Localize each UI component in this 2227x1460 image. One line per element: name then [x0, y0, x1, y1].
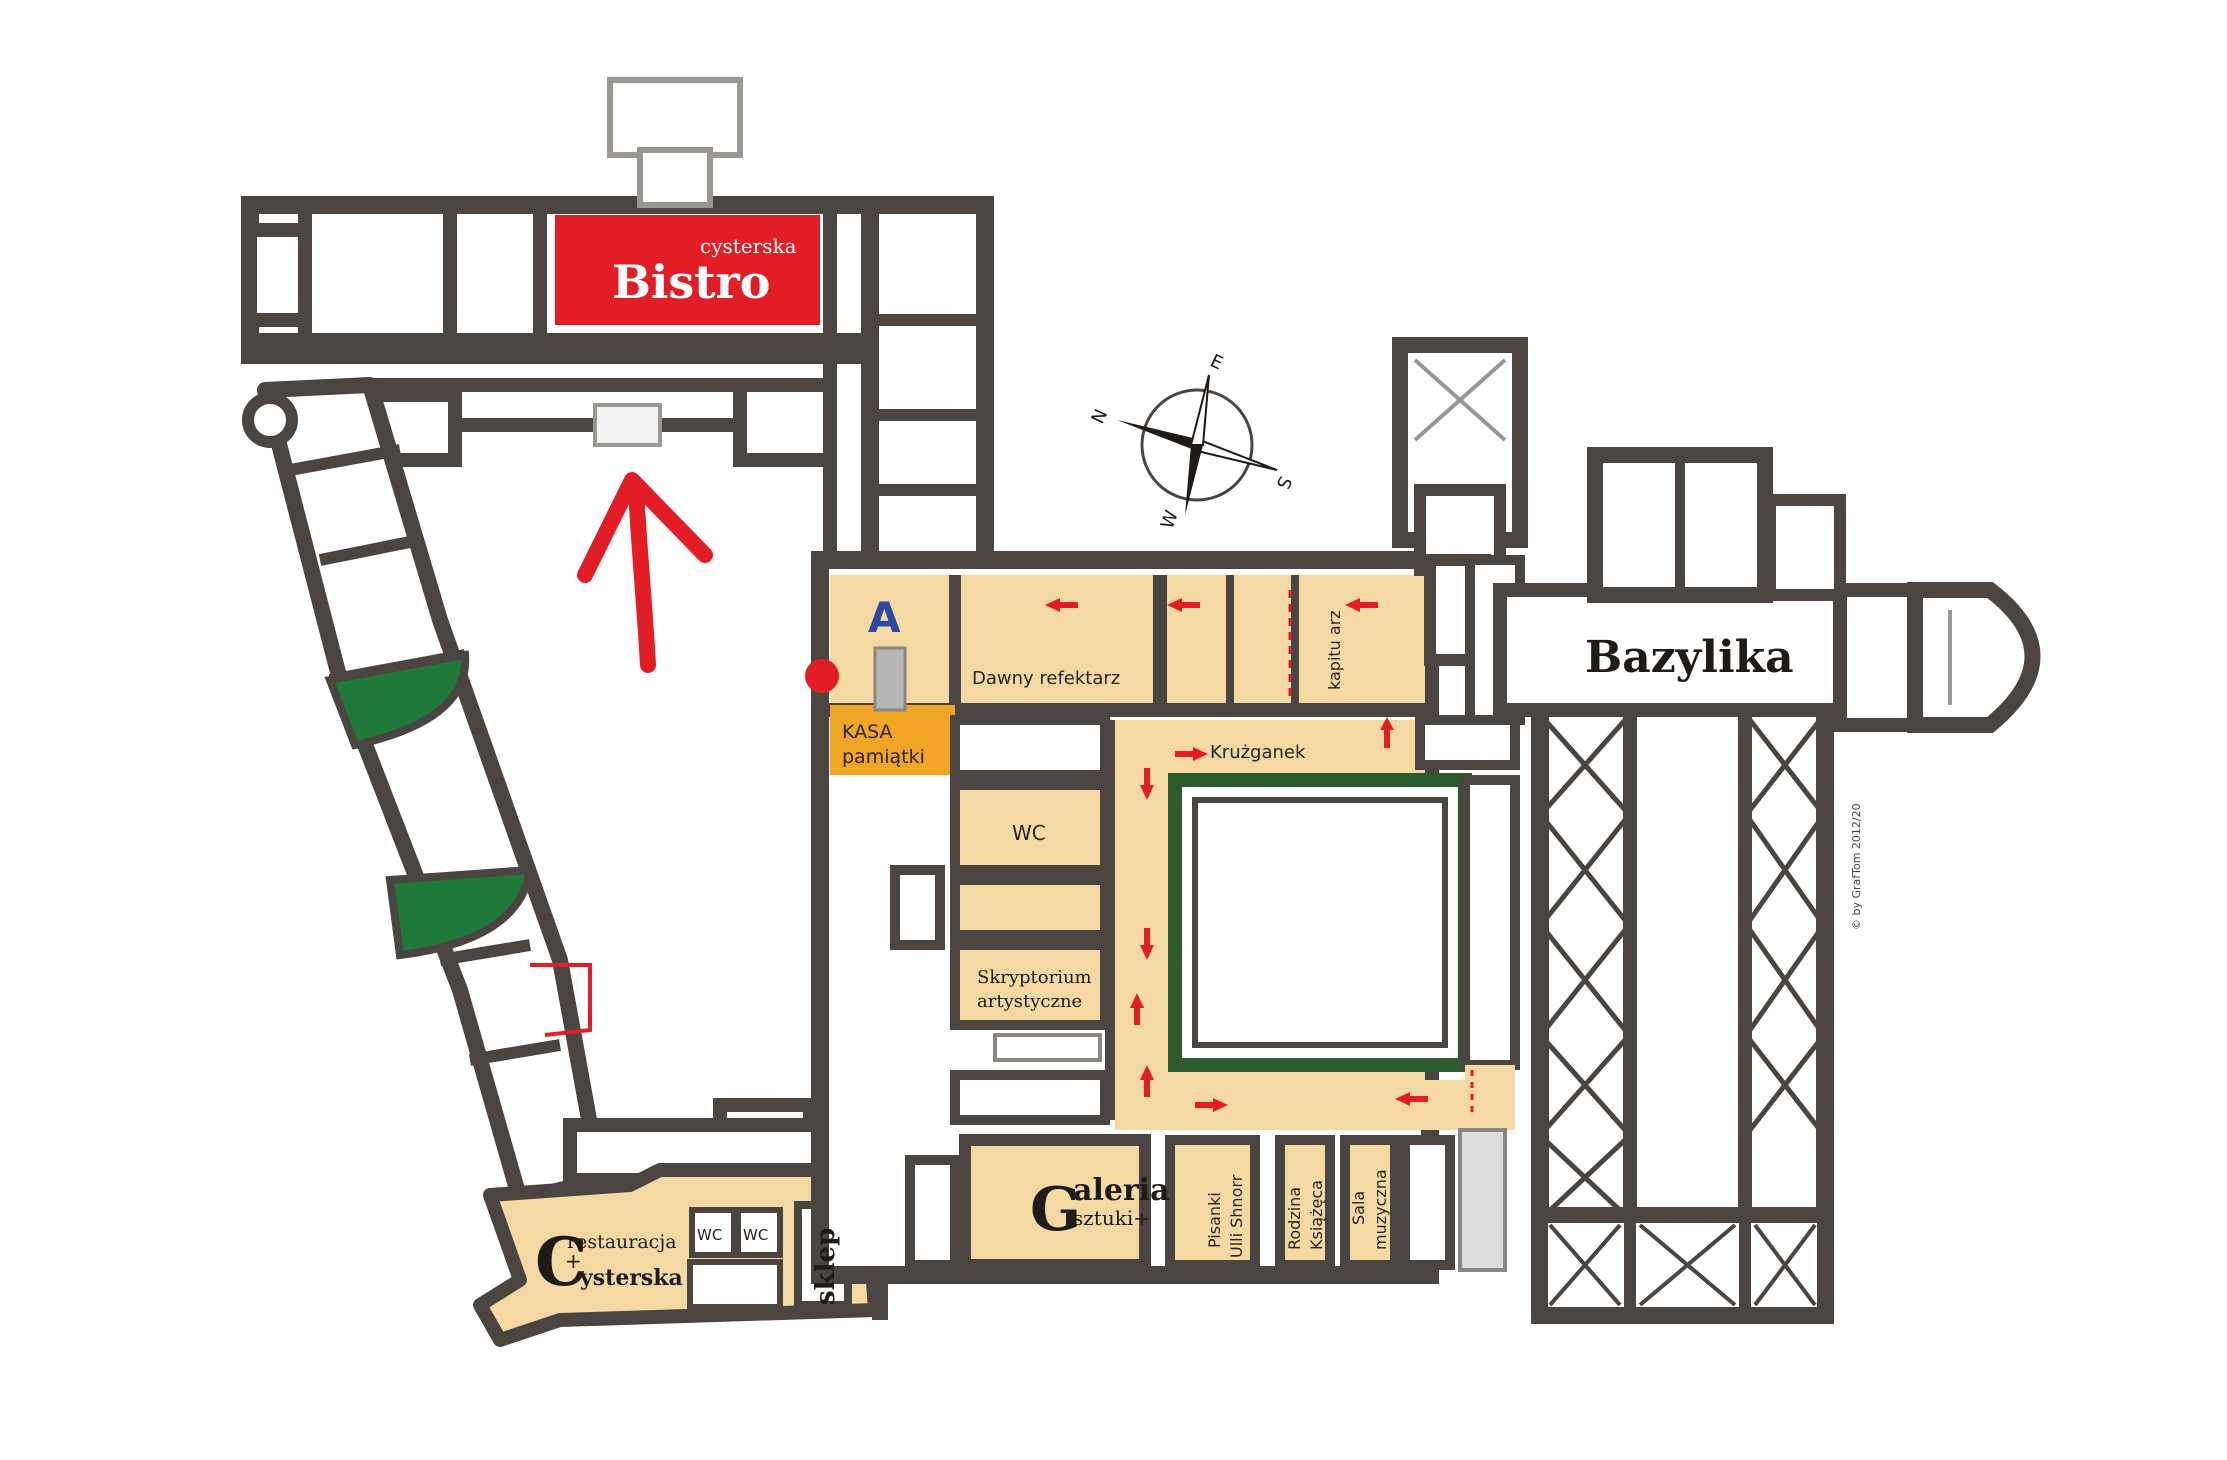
west-wings — [241, 77, 994, 1208]
galeria-label: aleria — [1073, 1173, 1170, 1208]
kapitularz-label: kapitu arz — [1325, 610, 1344, 690]
sklep-label: sklep — [811, 1228, 841, 1305]
rodzina-label-1: Rodzina — [1285, 1187, 1304, 1250]
basilica — [1493, 447, 2041, 1324]
entrance[interactable]: A — [805, 593, 901, 693]
kruzganek-label: Krużganek — [1210, 742, 1306, 763]
galeria-sub-label: sztuki+ — [1073, 1206, 1150, 1230]
compass-s: S — [1272, 473, 1296, 492]
entrance-letter: A — [868, 593, 901, 642]
restauracja-label-2: ysterska — [579, 1265, 683, 1291]
plus-icon: + — [565, 1249, 582, 1273]
restauracja-label-1: restauracja — [567, 1231, 677, 1253]
wc-right-label: WC — [743, 1226, 768, 1244]
compass-icon: N E S W — [1087, 350, 1295, 531]
sala-label-2: muzyczna — [1371, 1169, 1390, 1250]
galeria-initial: G — [1030, 1175, 1081, 1245]
compass-w: W — [1157, 508, 1183, 532]
compass-e: E — [1207, 350, 1226, 374]
sala-label-1: Sala — [1349, 1191, 1368, 1225]
wc-main-label: WC — [1012, 821, 1046, 845]
room-labels: KASA pamiątki Dawny refektarz kapitu arz… — [535, 610, 1794, 1305]
cloister-building — [811, 551, 1520, 1284]
compass-n: N — [1087, 406, 1112, 427]
bistro-small-label: cysterska — [700, 234, 797, 258]
restauracja-initial: C — [535, 1223, 588, 1301]
kasa-label: KASA — [842, 721, 893, 743]
skryptorium-label-2: artystyczne — [977, 991, 1082, 1012]
wc-left-label: WC — [697, 1226, 722, 1244]
bistro-sign[interactable]: cysterska Bistro — [555, 215, 820, 325]
entrance-dot-icon — [805, 659, 839, 693]
bazylika-label: Bazylika — [1585, 632, 1794, 683]
kasa-sub-label: pamiątki — [842, 746, 925, 768]
rodzina-label-2: Książęca — [1307, 1180, 1326, 1250]
route-arrows — [577, 472, 1428, 1112]
copyright-note: © by GrafTom 2012/20 — [1850, 803, 1863, 930]
bistro-label: Bistro — [612, 255, 770, 309]
skryptorium-label-1: Skryptorium — [977, 967, 1092, 988]
pisanki-label-2: Ulli Shnorr — [1227, 1174, 1246, 1258]
refektarz-label: Dawny refektarz — [972, 668, 1120, 689]
pisanki-label-1: Pisanki — [1205, 1192, 1224, 1248]
